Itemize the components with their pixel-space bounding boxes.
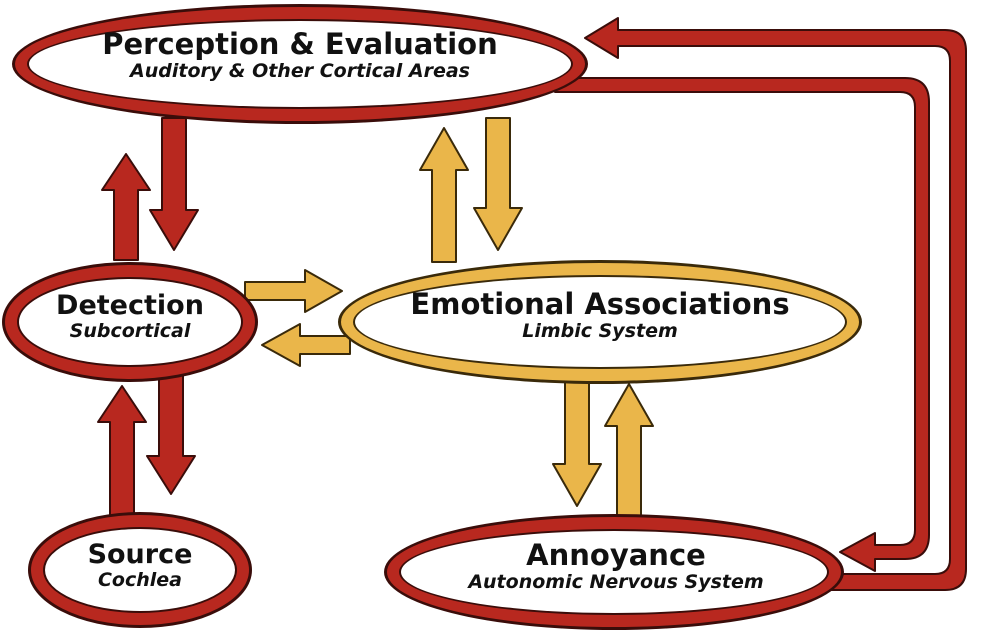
annoyance-title: Annoyance: [526, 538, 706, 572]
node-annoyance-label: Annoyance Autonomic Nervous System: [396, 538, 836, 594]
arrow-up-red-lower: [97, 385, 147, 517]
node-perception-label: Perception & Evaluation Auditory & Other…: [40, 27, 560, 83]
source-subtitle: Cochlea: [97, 569, 182, 592]
node-emotional-label: Emotional Associations Limbic System: [350, 287, 850, 343]
emotional-title: Emotional Associations: [410, 287, 790, 321]
edge-perception-to-detection: [149, 117, 199, 251]
edge-source-to-detection: [97, 385, 147, 517]
detection-subtitle: Subcortical: [69, 320, 191, 343]
perception-subtitle: Auditory & Other Cortical Areas: [130, 60, 470, 83]
node-source-label: Source Cochlea: [40, 539, 240, 592]
node-emotional: [338, 260, 862, 384]
arrow-up-yellow-lower: [604, 383, 654, 519]
emotional-subtitle: Limbic System: [522, 320, 678, 343]
edge-annoyance-to-emotional: [604, 383, 654, 519]
edge-perception-to-annoyance: [554, 77, 930, 572]
node-perception: [12, 4, 588, 124]
edge-detection-to-emotional: [244, 269, 343, 313]
detection-title: Detection: [56, 290, 204, 321]
arrow-down-yellow-lower: [552, 379, 602, 507]
source-title: Source: [87, 539, 193, 570]
edge-perception-to-emotional: [473, 117, 523, 251]
node-detection: [2, 262, 258, 382]
loop-arrow-right-outer: [584, 17, 967, 591]
arrow-down-red-lower: [146, 371, 196, 495]
arrow-up-red: [101, 153, 151, 261]
edge-emotional-to-perception: [419, 127, 469, 263]
annoyance-subtitle: Autonomic Nervous System: [468, 571, 764, 594]
edge-detection-to-perception: [101, 153, 151, 261]
perception-title: Perception & Evaluation: [102, 27, 498, 61]
arrow-up-yellow: [419, 127, 469, 263]
edge-emotional-to-annoyance: [552, 379, 602, 507]
edge-emotional-to-detection: [261, 323, 351, 367]
node-source: [28, 512, 252, 628]
arrow-down-red: [149, 117, 199, 251]
node-annoyance: [384, 514, 844, 630]
edge-detection-to-source: [146, 371, 196, 495]
arrow-left-yellow: [261, 323, 351, 367]
edge-annoyance-to-perception: [584, 17, 967, 591]
node-detection-label: Detection Subcortical: [12, 290, 248, 343]
arrow-right-yellow: [244, 269, 343, 313]
loop-arrow-right-inner: [554, 77, 930, 572]
arrow-down-yellow: [473, 117, 523, 251]
